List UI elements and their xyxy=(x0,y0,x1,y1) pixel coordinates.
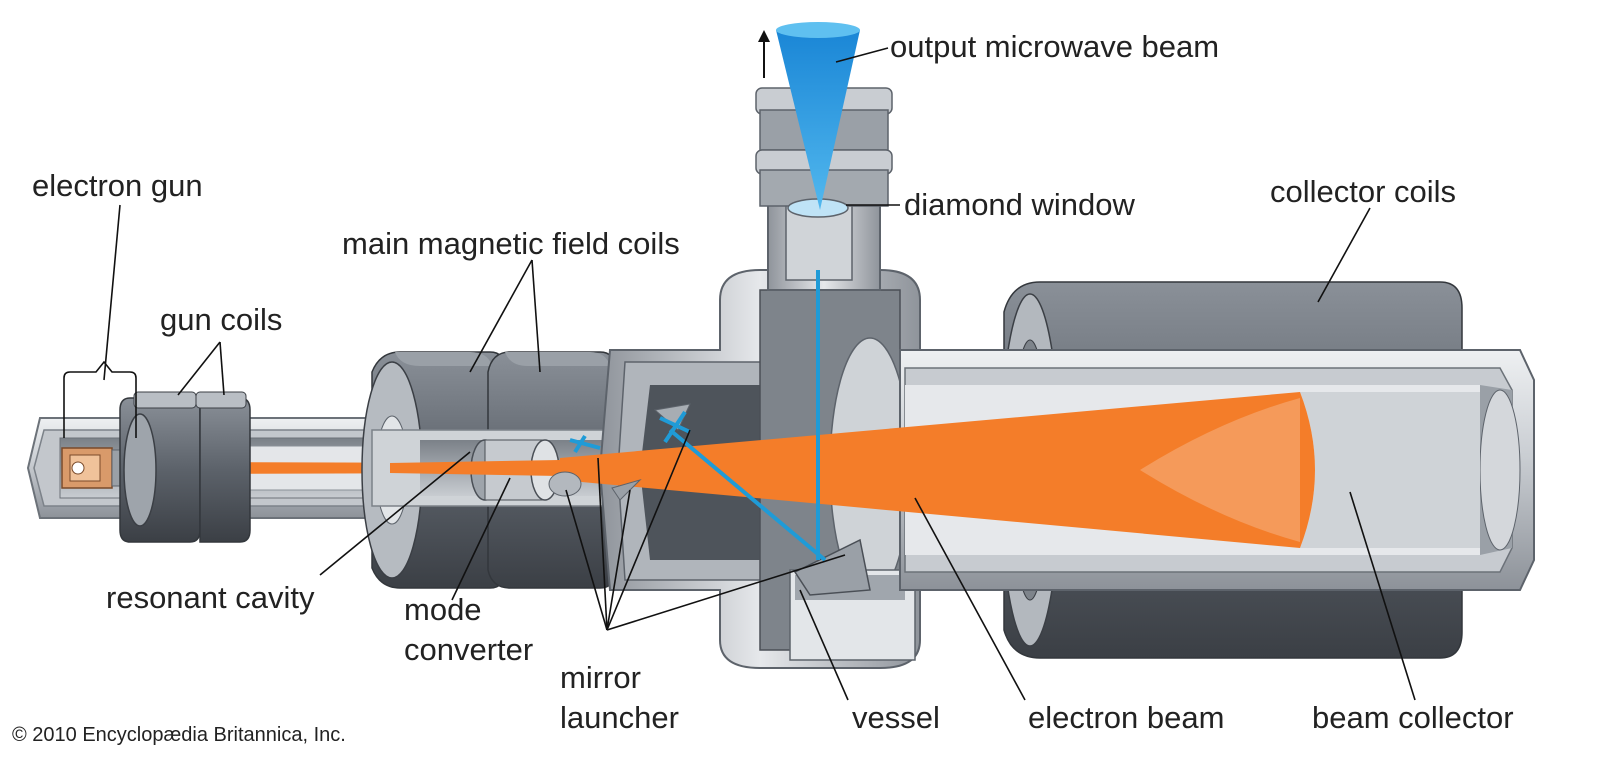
microwave-rays xyxy=(569,345,827,562)
label-electron-gun: electron gun xyxy=(32,168,203,203)
label-electron-beam: electron beam xyxy=(1028,700,1225,735)
label-main-coils: main magnetic field coils xyxy=(342,226,680,261)
electron-beam-narrow xyxy=(132,452,520,484)
copyright-notice: © 2010 Encyclopædia Britannica, Inc. xyxy=(12,724,346,746)
leader-lines xyxy=(63,47,1416,701)
gun-coil-1 xyxy=(119,391,201,543)
leader-mirror-1 xyxy=(565,489,608,631)
label-output-beam: output microwave beam xyxy=(890,29,1220,64)
bracket-electron-gun xyxy=(63,360,137,438)
output-cone-top xyxy=(776,22,860,38)
electron-beam-cavity xyxy=(390,460,560,476)
label-vessel: vessel xyxy=(852,700,940,735)
label-converter: converter xyxy=(404,632,534,667)
label-resonant-cavity: resonant cavity xyxy=(106,580,315,615)
label-gun-coils: gun coils xyxy=(160,302,283,337)
leader-mode-converter xyxy=(451,477,511,601)
output-microwave-cone xyxy=(776,30,860,210)
leader-main-coils-2 xyxy=(531,259,541,373)
label-mirror: mirror xyxy=(560,660,641,695)
label-mode: mode xyxy=(404,592,482,627)
leader-resonant-cavity xyxy=(319,451,471,576)
mirror-launcher xyxy=(548,403,871,596)
label-collector-coils: collector coils xyxy=(1270,174,1457,209)
leader-electron-gun xyxy=(103,204,121,381)
leader-gun-coils-2 xyxy=(219,341,225,396)
leader-gun-coils-1 xyxy=(177,341,221,396)
leader-mirror-3 xyxy=(606,489,631,631)
leader-mirror-4 xyxy=(606,429,691,631)
leader-output-beam xyxy=(835,47,889,63)
output-arrow-head xyxy=(758,30,770,42)
leader-electron-beam xyxy=(914,497,1026,701)
label-launcher: launcher xyxy=(560,700,679,735)
leader-mirror-2 xyxy=(597,457,608,631)
leader-mirror-5 xyxy=(606,554,846,631)
gun-coil-2 xyxy=(195,391,251,543)
electron-beam-cone xyxy=(560,392,1315,548)
leader-main-coils-1 xyxy=(469,259,533,373)
label-beam-collector: beam collector xyxy=(1312,700,1514,735)
leader-beam-collector xyxy=(1349,491,1416,701)
beam-collector-spread xyxy=(1140,398,1300,542)
label-diamond-window: diamond window xyxy=(904,187,1135,222)
leader-collector-coils xyxy=(1317,207,1371,303)
leader-vessel xyxy=(799,589,849,701)
